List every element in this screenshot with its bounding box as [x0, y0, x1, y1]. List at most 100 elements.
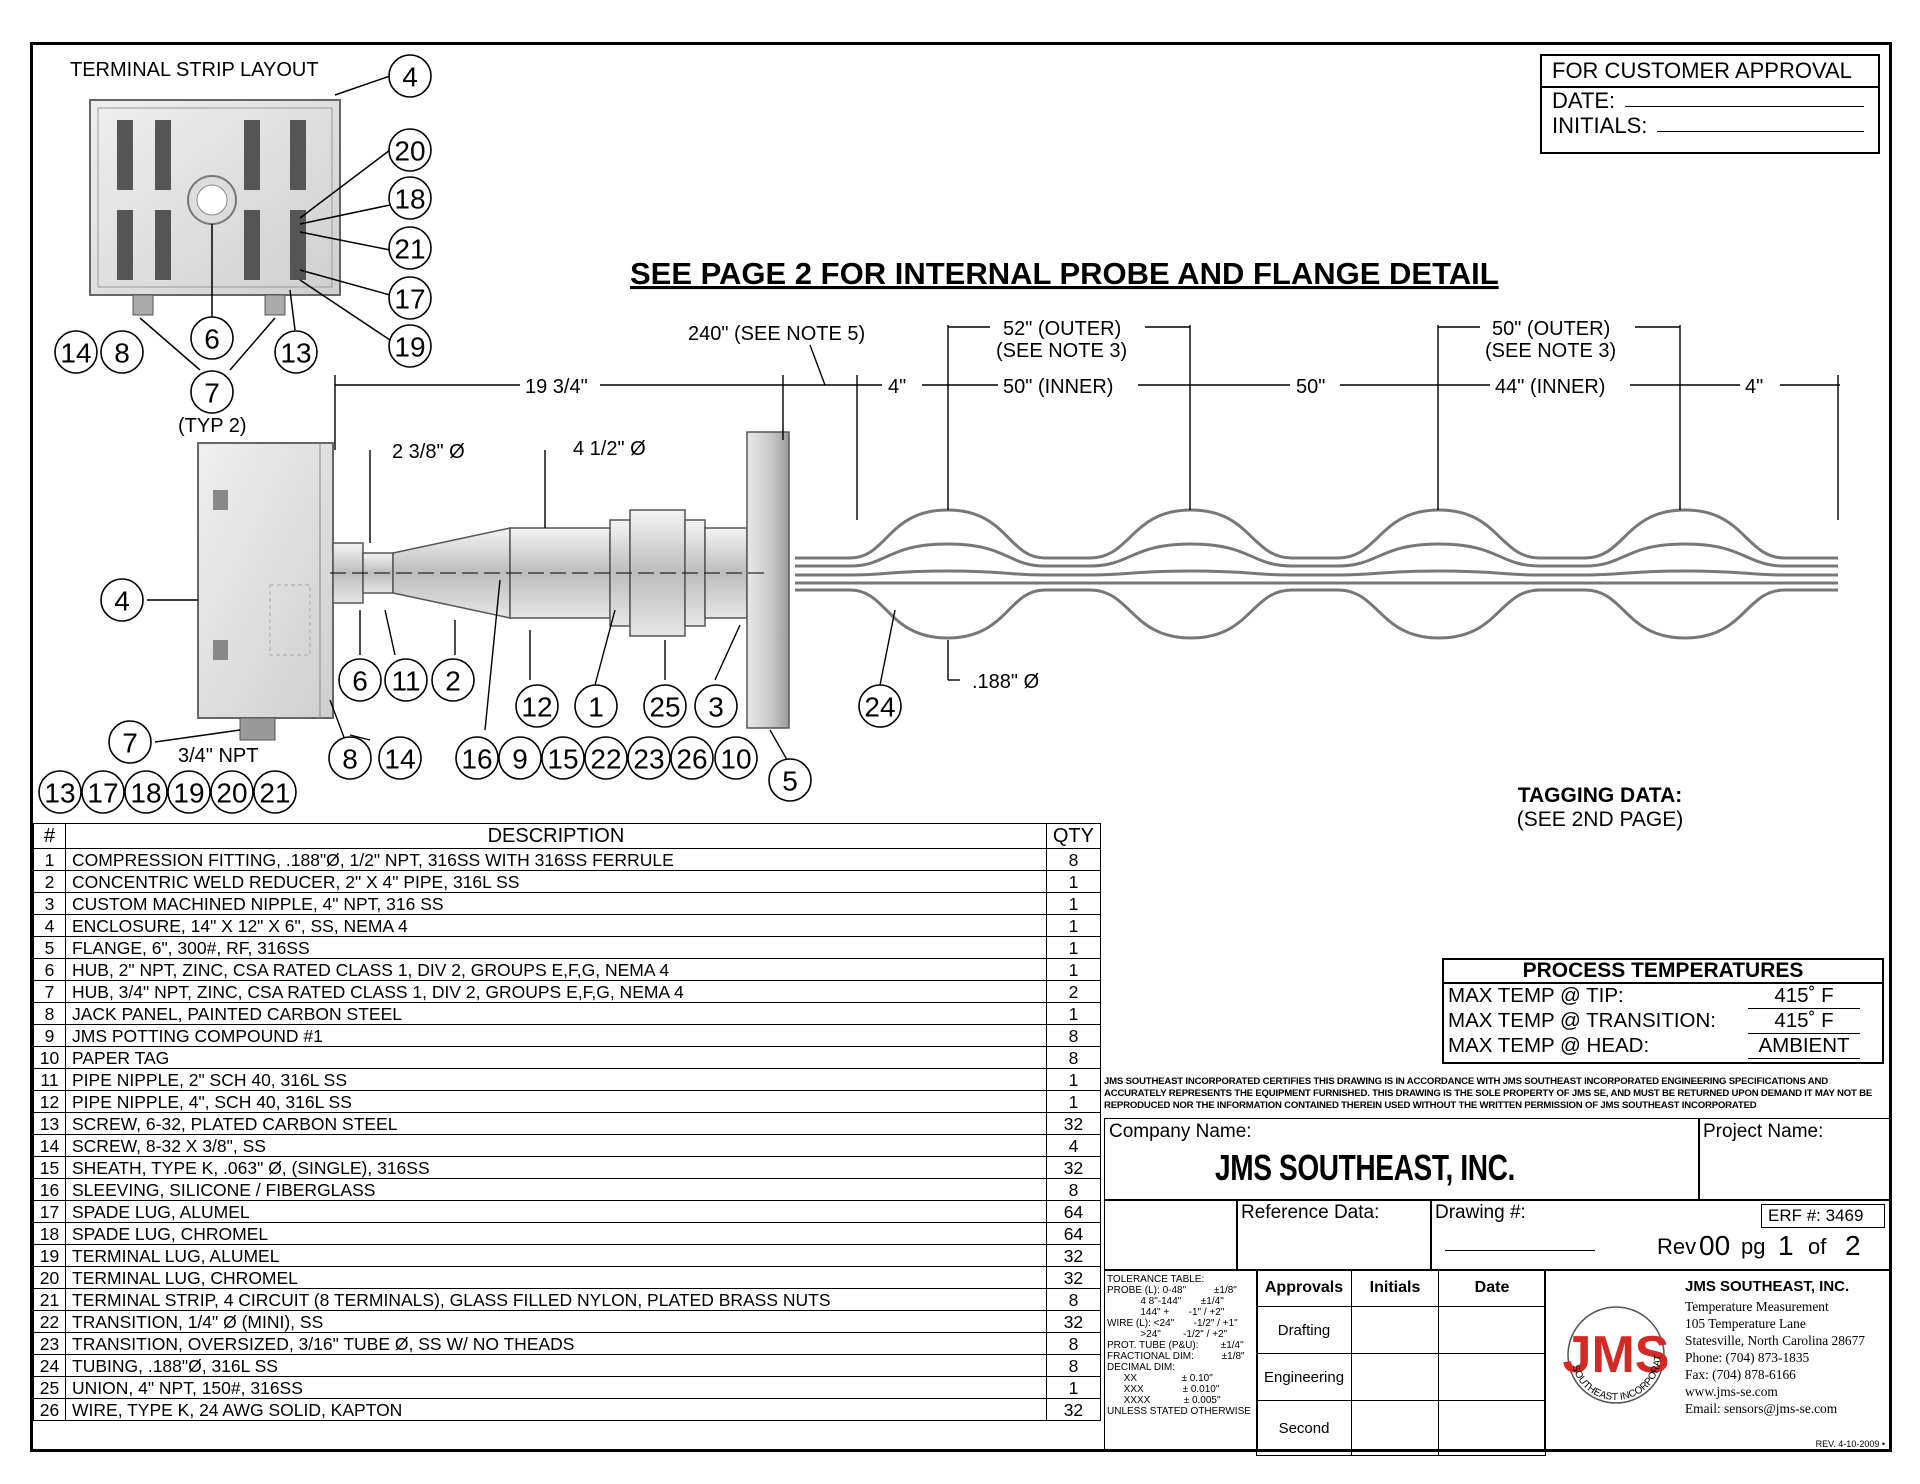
bom-item-number: 9: [33, 1024, 66, 1047]
balloon-number: 20: [394, 136, 425, 167]
drawing-sheet-border: [30, 42, 1892, 1452]
bom-item-description: TERMINAL LUG, CHROMEL: [65, 1266, 1047, 1289]
of-label: of: [1808, 1234, 1827, 1259]
bom-item-qty: 2: [1045, 980, 1102, 1003]
bom-header-row: # DESCRIPTION QTY: [33, 823, 1102, 849]
bom-item-qty: 8: [1045, 1332, 1102, 1355]
drafting-initials[interactable]: [1351, 1306, 1439, 1354]
bom-item-number: 8: [33, 1002, 66, 1025]
tube-bend: [849, 542, 1046, 568]
blank-cell: [1104, 1199, 1238, 1271]
bom-header-description: DESCRIPTION: [65, 823, 1047, 849]
bom-item-number: 7: [33, 980, 66, 1003]
tagging-title: TAGGING DATA:: [1517, 784, 1683, 807]
callout-balloon: 7: [108, 720, 152, 764]
second-initials[interactable]: [1351, 1400, 1439, 1456]
engineering-date[interactable]: [1438, 1353, 1546, 1401]
callout-balloon: 20: [210, 770, 254, 814]
top-view-leaders: [139, 75, 391, 371]
balloon-number: 8: [342, 744, 358, 775]
page-2-note-heading: SEE PAGE 2 FOR INTERNAL PROBE AND FLANGE…: [630, 256, 1499, 291]
bom-item-qty: 4: [1045, 1134, 1102, 1157]
bom-item-description: SPADE LUG, CHROMEL: [65, 1222, 1047, 1245]
bom-item-qty: 8: [1045, 848, 1102, 871]
tube-bend: [1337, 508, 1541, 560]
approvals-table: Approvals Initials Date Drafting Enginee…: [1256, 1269, 1546, 1456]
balloon-number: 17: [394, 284, 425, 315]
company-contact-cell: JMS SOUTHEAST INCORPORATED JMS SOUTHEAST…: [1544, 1269, 1892, 1452]
callout-balloon: 6: [338, 658, 382, 702]
reference-data-label: Reference Data:: [1241, 1202, 1380, 1223]
approval-date-line[interactable]: [1625, 88, 1864, 107]
title-block: Company Name: JMS SOUTHEAST, INC. Projec…: [1104, 1118, 1892, 1456]
tube-bend: [1337, 569, 1541, 577]
drafting-date[interactable]: [1438, 1306, 1546, 1354]
process-head-value: AMBIENT: [1748, 1034, 1860, 1059]
process-row: MAX TEMP @ TIP: 415˚ F: [1444, 984, 1882, 1009]
tube-bend: [1584, 588, 1786, 640]
engineering-initials[interactable]: [1351, 1353, 1439, 1401]
callout-balloon: 13: [38, 770, 82, 814]
approval-initials-label: INITIALS:: [1552, 113, 1648, 138]
balloon-number: 25: [649, 692, 680, 723]
dimension-labels: 240" (SEE NOTE 5) 19 3/4" 4" 50" (INNER)…: [178, 316, 1780, 767]
reference-data-cell: Reference Data:: [1236, 1199, 1432, 1271]
balloon-number: 9: [512, 744, 528, 775]
bom-item-description: SPADE LUG, ALUMEL: [65, 1200, 1047, 1223]
bom-item-qty: 1: [1045, 958, 1102, 981]
balloon-number: 11: [391, 666, 420, 697]
balloon-number: 6: [352, 666, 368, 697]
callout-balloon: 14: [378, 736, 422, 780]
approval-second: Second: [1256, 1400, 1352, 1456]
approval-initials-line[interactable]: [1657, 113, 1864, 132]
dim-outer-50: 50" (OUTER): [1492, 318, 1610, 340]
second-date[interactable]: [1438, 1400, 1546, 1456]
bom-item-description: SLEEVING, SILICONE / FIBERGLASS: [65, 1178, 1047, 1201]
bom-header-number: #: [33, 823, 66, 849]
tube-bend: [1089, 542, 1293, 568]
bom-item-qty: 64: [1045, 1222, 1102, 1245]
callout-balloon: 17: [81, 770, 125, 814]
bom-item-qty: 8: [1045, 1046, 1102, 1069]
callout-balloon: 23: [627, 736, 671, 780]
callout-balloon: 2: [431, 658, 475, 702]
bom-item-description: UNION, 4" NPT, 150#, 316SS: [65, 1376, 1047, 1399]
bom-item-number: 20: [33, 1266, 66, 1289]
contact-line: Temperature Measurement: [1685, 1299, 1829, 1314]
tagging-sub: (SEE 2ND PAGE): [1516, 808, 1684, 831]
bom-item-description: FLANGE, 6", 300#, RF, 316SS: [65, 936, 1047, 959]
terminal-strip-layout-title: TERMINAL STRIP LAYOUT: [70, 59, 319, 81]
callout-balloon: 21: [388, 226, 432, 270]
balloon-number: 18: [130, 778, 161, 809]
callout-balloon: 19: [167, 770, 211, 814]
bom-item-number: 6: [33, 958, 66, 981]
bom-item-description: JMS POTTING COMPOUND #1: [65, 1024, 1047, 1047]
tube-bend: [849, 588, 1046, 640]
bom-item-number: 22: [33, 1310, 66, 1333]
process-transition-label: MAX TEMP @ TRANSITION:: [1448, 1009, 1716, 1032]
date-header: Date: [1438, 1269, 1546, 1307]
bom-item-number: 17: [33, 1200, 66, 1223]
callout-balloon: 15: [541, 736, 585, 780]
rev-label: Rev: [1657, 1234, 1697, 1259]
process-tip-label: MAX TEMP @ TIP:: [1448, 984, 1624, 1007]
project-name-label: Project Name:: [1703, 1121, 1824, 1142]
process-title: PROCESS TEMPERATURES: [1444, 960, 1882, 984]
bom-item-description: PIPE NIPPLE, 2" SCH 40, 316L SS: [65, 1068, 1047, 1091]
balloon-number: 22: [590, 744, 621, 775]
callout-balloon: 24: [858, 684, 902, 728]
